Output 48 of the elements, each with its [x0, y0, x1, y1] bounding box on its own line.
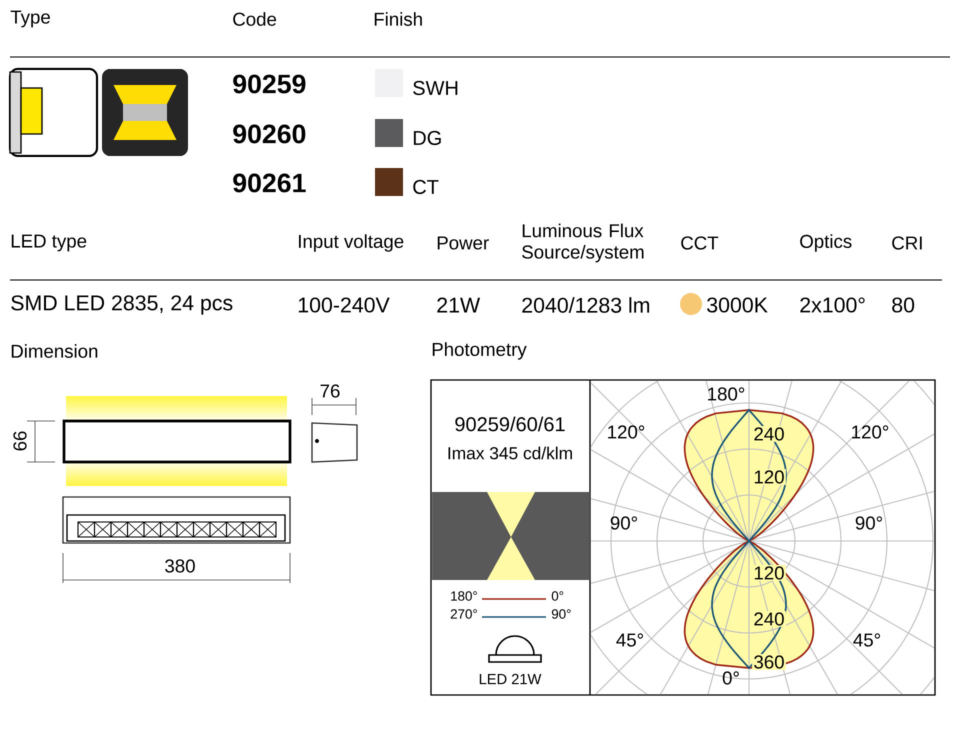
- product-code: 90259/60/61: [455, 416, 565, 432]
- spec-value: 2x100°: [800, 297, 865, 313]
- angle-label: 120°: [608, 425, 644, 439]
- intensity-label: 240: [752, 426, 786, 442]
- column-heading: Luminous Flux Source/system: [522, 224, 644, 262]
- column-heading: Finish: [374, 12, 422, 26]
- angle-label: 0°: [552, 591, 564, 601]
- angle-label: 0°: [722, 671, 739, 685]
- intensity-value: Imax 345 cd/klm: [448, 446, 572, 460]
- spec-value: 21W: [437, 298, 480, 312]
- angle-label: 45°: [853, 633, 880, 647]
- column-heading: Optics: [800, 234, 852, 252]
- spec-value: 2040/1283 lm: [522, 297, 650, 313]
- dimension-value: 76: [320, 384, 340, 398]
- spec-value: SMD LED 2835, 24 pcs: [11, 295, 232, 315]
- column-heading: LED type: [12, 234, 86, 252]
- column-heading: CRI: [892, 236, 922, 250]
- legend-label: CT: [413, 180, 438, 194]
- intensity-label: 120: [752, 565, 786, 581]
- spec-value: 3000K: [707, 297, 768, 313]
- angle-label: 90°: [552, 609, 571, 619]
- section-title: Dimension: [12, 344, 98, 358]
- column-heading: CCT: [681, 236, 718, 250]
- column-heading: Power: [438, 236, 489, 250]
- product-code: 90260: [233, 124, 306, 144]
- product-code: 90261: [233, 174, 306, 192]
- angle-label: 45°: [616, 633, 643, 647]
- column-heading: Code: [233, 12, 276, 26]
- column-heading: Input voltage: [298, 234, 404, 252]
- section-title: Photometry: [432, 342, 527, 360]
- dimension-value: 66: [13, 431, 27, 450]
- legend-label: DG: [414, 130, 441, 146]
- product-code: 90259: [233, 74, 306, 94]
- intensity-label: 360: [752, 654, 786, 670]
- legend-label: SWH: [413, 80, 458, 96]
- column-heading: Type: [10, 10, 50, 28]
- dimension-value: 380: [165, 559, 195, 573]
- angle-label: 90°: [856, 516, 882, 530]
- angle-label: 180°: [451, 591, 477, 601]
- spec-value: 100-240V: [298, 297, 390, 313]
- angle-label: 120°: [852, 425, 888, 439]
- angle-label: 180°: [708, 387, 744, 401]
- caption-text: LED 21W: [480, 674, 542, 684]
- angle-label: 90°: [610, 516, 637, 530]
- angle-label: 270°: [450, 609, 477, 619]
- intensity-label: 120: [752, 469, 786, 485]
- intensity-label: 240: [752, 611, 786, 627]
- spec-value: 80: [892, 297, 914, 313]
